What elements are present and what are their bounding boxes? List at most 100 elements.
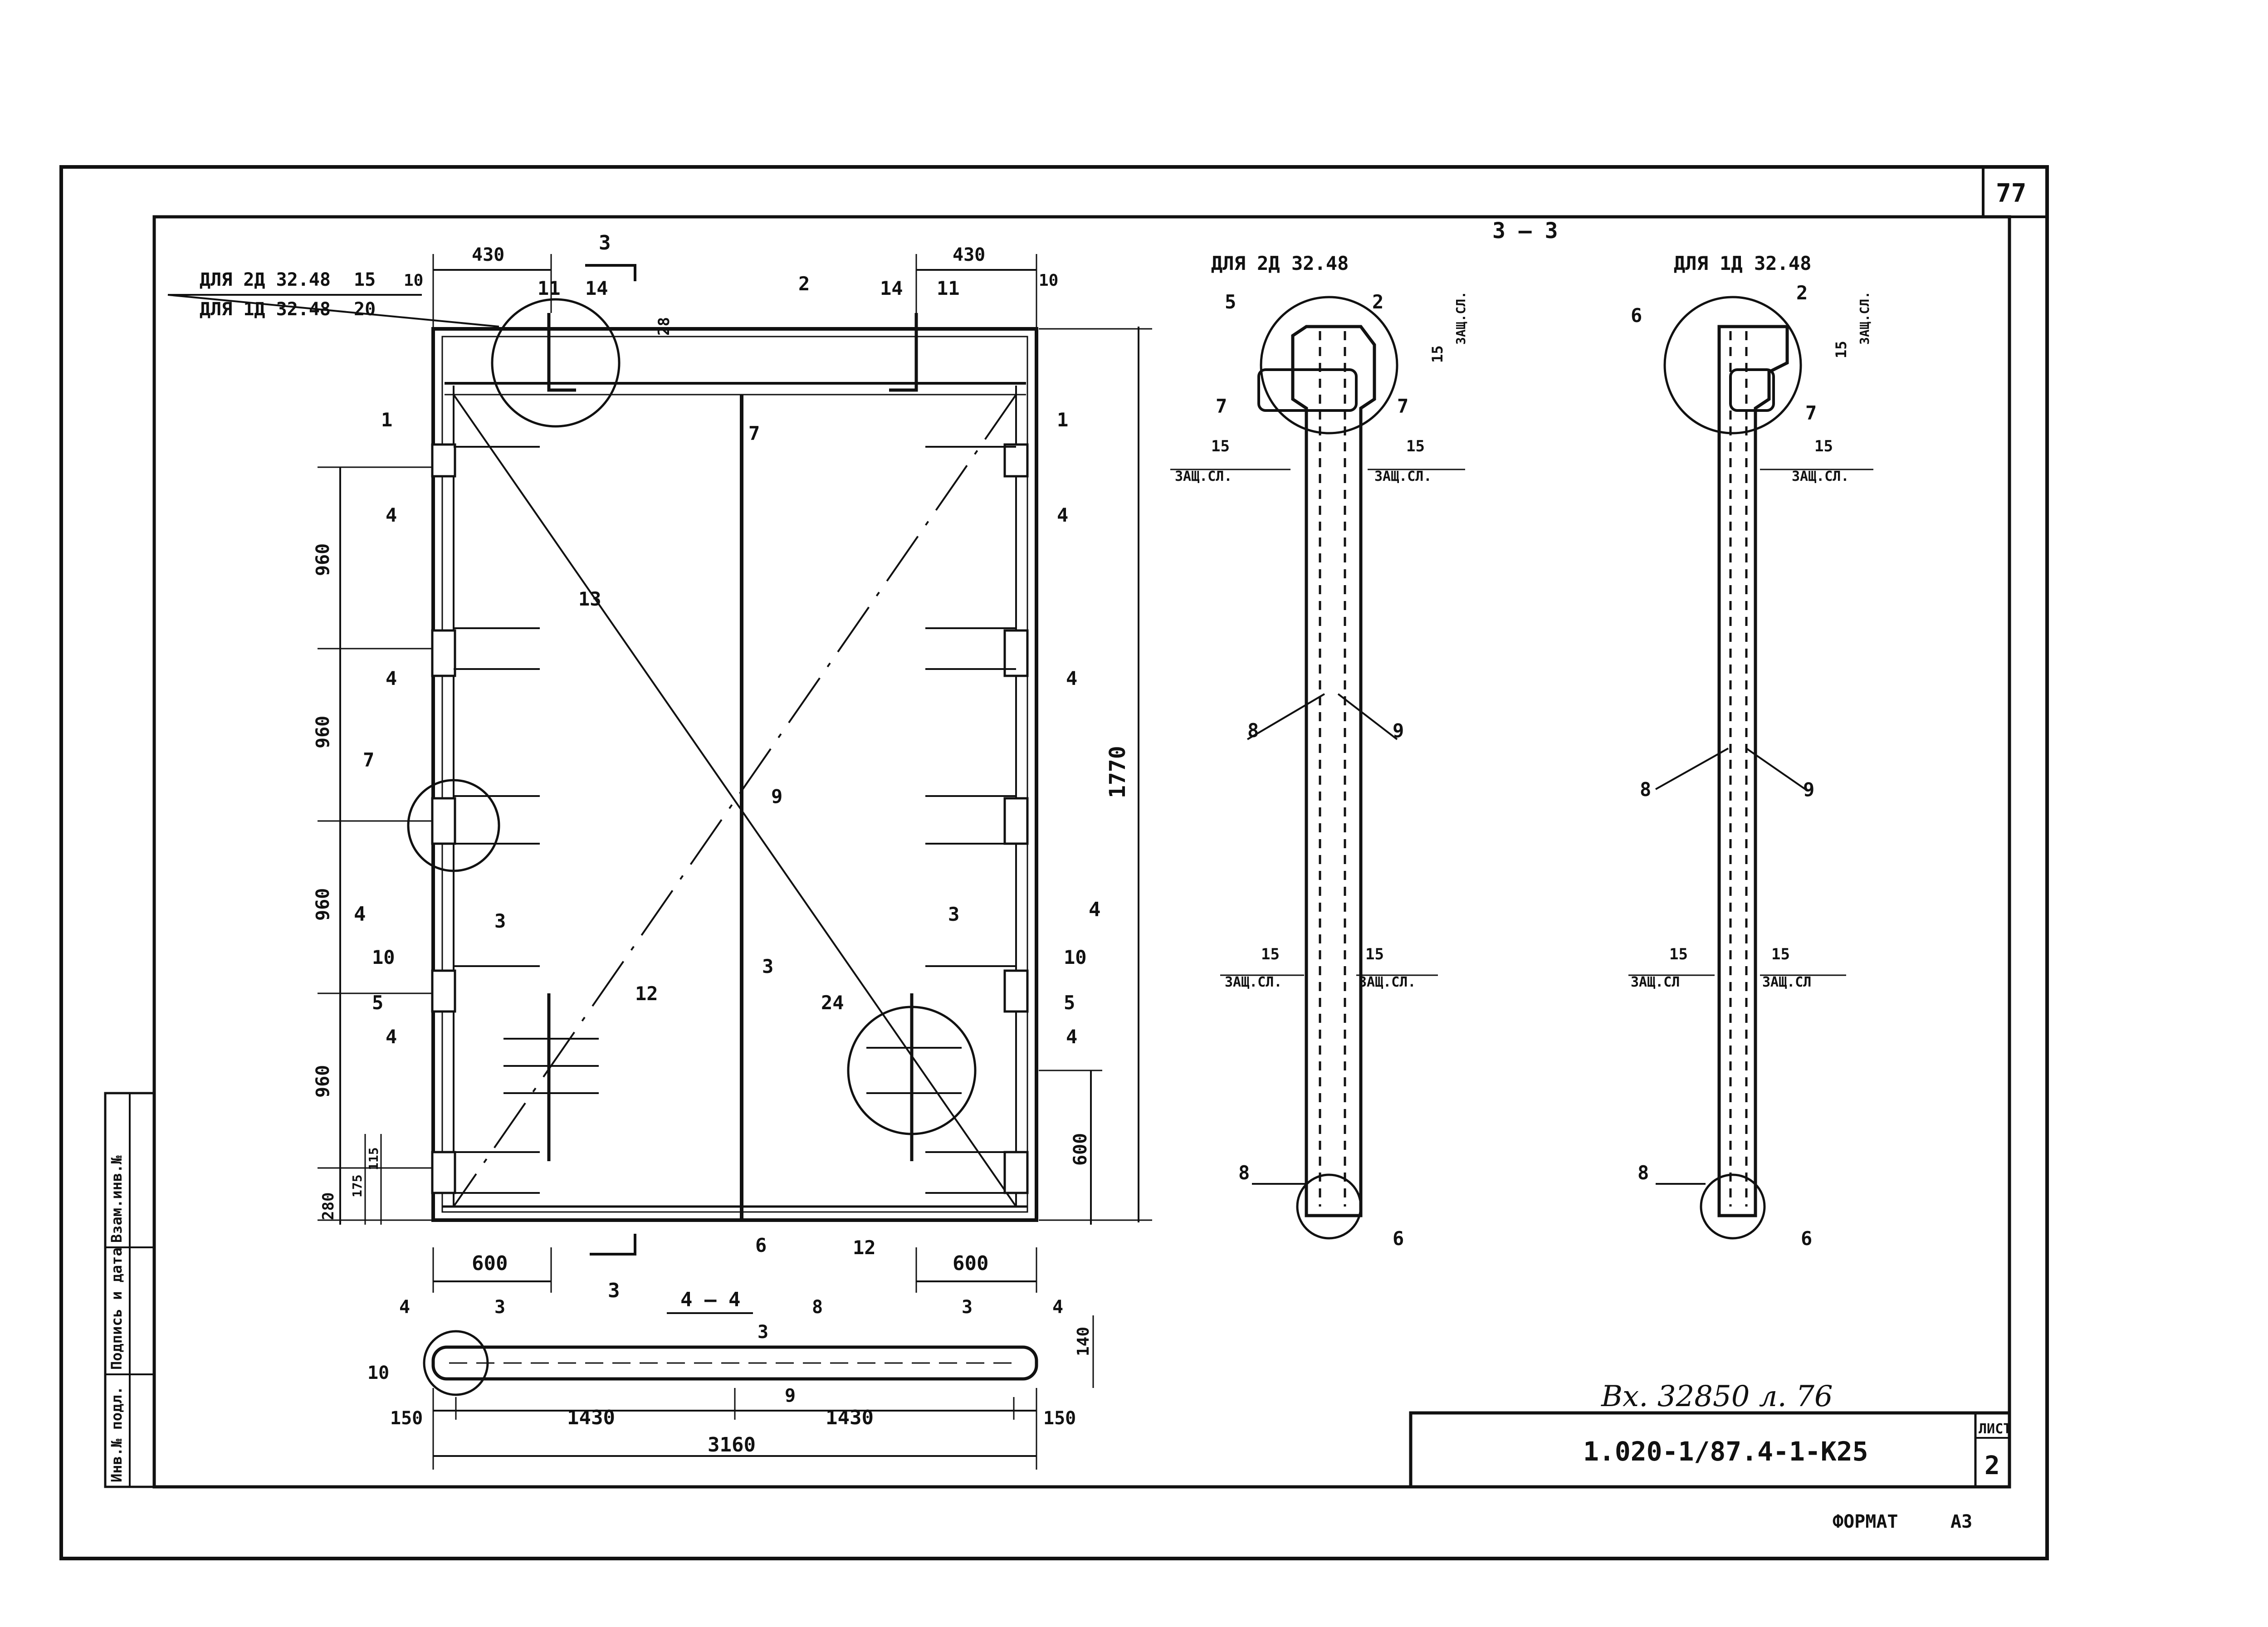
s33r-callout-7: 7 [1805, 402, 1817, 424]
callout-2: 2 [798, 273, 810, 295]
s33l-caption: ДЛЯ 2Д 32.48 [1211, 252, 1349, 274]
section-44-edge-left: 150 [390, 1408, 423, 1429]
callout-5b: 5 [1064, 992, 1075, 1014]
s33l-callout-7a: 7 [1216, 395, 1227, 417]
page-number: 77 [1996, 179, 2026, 208]
s33l-cover-left-label: ЗАЩ.СЛ. [1175, 469, 1232, 484]
s33l-cover-mid-right-label: ЗАЩ.СЛ. [1359, 974, 1416, 990]
s33r-cover-mid-left-label: ЗАЩ.СЛ [1631, 974, 1680, 990]
section-44-total: 3160 [708, 1433, 756, 1456]
section-44-span-right: 1430 [826, 1406, 874, 1429]
callout-3a: 3 [494, 910, 506, 932]
side-strip-sign: Подпись и дата [108, 1247, 125, 1370]
main-view [167, 254, 1152, 1293]
dim-top-left: 430 [472, 244, 504, 265]
s33l-callout-8a: 8 [1247, 719, 1259, 742]
dim-v175: 175 [350, 1174, 365, 1197]
s33l-cover-right-label: ЗАЩ.СЛ. [1374, 469, 1432, 484]
s33r-callout-6b: 6 [1801, 1227, 1812, 1250]
callout-4a: 4 [386, 504, 397, 526]
section-44-edge-right: 150 [1043, 1408, 1076, 1429]
dim-v115: 115 [366, 1147, 381, 1170]
callout-14b: 14 [880, 277, 903, 299]
callout-12b: 12 [853, 1236, 876, 1259]
callout-12a: 12 [635, 982, 658, 1005]
s33l-cover-mid-right: 15 [1365, 945, 1384, 963]
stamp: Вх. 32850 л. 76 [1601, 1380, 1833, 1413]
callout-9: 9 [771, 785, 782, 807]
s44-callout-10: 10 [367, 1363, 389, 1383]
callout-6: 6 [755, 1234, 767, 1256]
title-block [1409, 1411, 2011, 1489]
dim-bottom-right: 600 [953, 1252, 988, 1275]
s33l-cover-label: ЗАЩ.СЛ. [1453, 291, 1468, 345]
side-strip-inv: Инв.№ подл. [108, 1386, 125, 1482]
callout-5a: 5 [372, 992, 383, 1014]
callout-3c: 3 [762, 955, 773, 977]
s33l-cover-right: 15 [1406, 437, 1425, 455]
side-strip-vzam: Взам.инв.№ [108, 1155, 125, 1243]
dim-v960-b: 960 [313, 716, 333, 748]
s44-callout-4a: 4 [399, 1297, 410, 1318]
callout-1b: 1 [1057, 409, 1068, 431]
dim-height-total: 1770 [1105, 746, 1130, 798]
callout-4d: 4 [1066, 667, 1077, 689]
dim-v960-a: 960 [313, 543, 333, 576]
designation: 1.020-1/87.4-1-К25 [1583, 1436, 1868, 1467]
s33l-cover-left: 15 [1211, 437, 1230, 455]
s44-callout-9: 9 [785, 1385, 796, 1406]
detail-circle-mid [407, 779, 500, 872]
callout-1a: 1 [381, 409, 392, 431]
s33l-callout-9: 9 [1393, 719, 1404, 742]
s33r-callout-6a: 6 [1631, 304, 1642, 327]
s44-callout-3c: 3 [962, 1297, 973, 1318]
callout-3b: 3 [948, 903, 959, 925]
s33r-callout-8b: 8 [1637, 1162, 1649, 1184]
callout-7a: 7 [363, 749, 374, 771]
s33l-callout-2: 2 [1372, 291, 1383, 313]
note-1d: ДЛЯ 1Д 32.48 [200, 299, 331, 320]
dim-v280: 280 [319, 1192, 337, 1220]
page-number-box [1982, 166, 2048, 218]
sheet-number: 2 [1984, 1451, 2000, 1480]
note-2d: ДЛЯ 2Д 32.48 [200, 269, 331, 290]
callout-4e: 4 [386, 1026, 397, 1048]
inner-frame [152, 215, 2011, 1489]
s33r-caption: ДЛЯ 1Д 32.48 [1674, 252, 1811, 274]
callout-4b: 4 [1057, 504, 1068, 526]
s33r-cover-label: ЗАЩ.СЛ. [1857, 291, 1872, 345]
s33r-cover-mid-left: 15 [1669, 945, 1688, 963]
s33l-callout-7b: 7 [1397, 395, 1408, 417]
s33l-callout-5: 5 [1225, 291, 1236, 313]
panel-outline [431, 327, 1038, 1222]
s44-callout-3b: 3 [758, 1322, 768, 1343]
section-44-title: 4 — 4 [680, 1288, 740, 1311]
s33r-callout-9: 9 [1803, 778, 1814, 801]
detail-circle-top [491, 298, 621, 428]
callout-13: 13 [578, 588, 601, 610]
section-44-span-left: 1430 [567, 1406, 615, 1429]
callout-24: 24 [821, 992, 844, 1014]
note-1d-val: 20 [354, 299, 376, 320]
dim-v960-d: 960 [313, 1065, 333, 1098]
callout-11a: 11 [538, 277, 561, 299]
dim-v960-c: 960 [313, 888, 333, 921]
s33l-cover-15: 15 [1429, 345, 1446, 363]
dim-top-right-small: 10 [1039, 271, 1058, 290]
section-mark-3-top: 3 [599, 231, 611, 254]
dim-top-right: 430 [953, 244, 985, 265]
section-mark-4-right: 4 [1089, 898, 1101, 921]
dim-cover-top: 28 [655, 317, 673, 336]
section-44 [423, 1312, 1094, 1470]
sheet-label: ЛИСТ [1979, 1421, 2011, 1437]
format-value: А3 [1950, 1511, 1972, 1532]
s33r-cover-15: 15 [1833, 341, 1850, 358]
dim-bottom-left: 600 [472, 1252, 508, 1275]
section-33-title: 3 — 3 [1492, 218, 1558, 244]
callout-4c: 4 [386, 667, 397, 689]
s33r-cover-mid-right: 15 [1771, 945, 1790, 963]
section-33-left [1170, 296, 1465, 1240]
callout-10a: 10 [372, 946, 395, 968]
section-mark-3-bottom: 3 [608, 1279, 620, 1302]
